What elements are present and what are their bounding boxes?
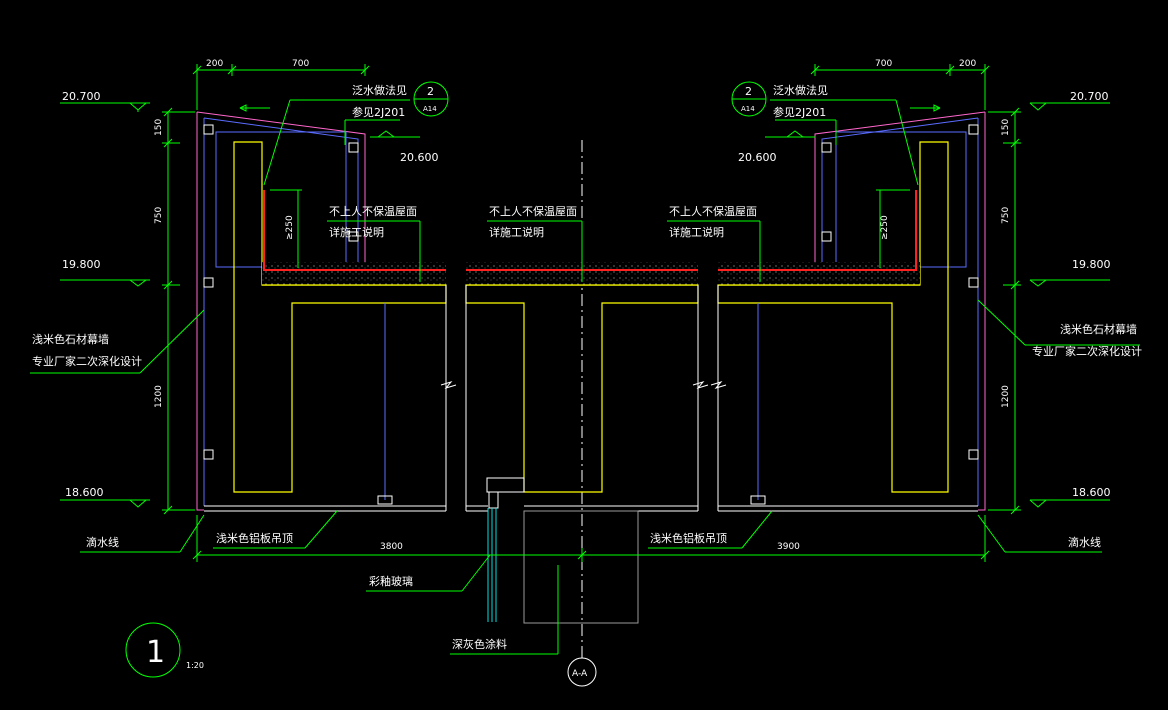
dim-top-right-a: 700 bbox=[875, 59, 892, 69]
elev-roof-left: 19.800 bbox=[62, 258, 101, 271]
label-flashing-right-2: 参见2J201 bbox=[773, 105, 826, 119]
label-stone-right-1: 浅米色石材幕墙 bbox=[1060, 322, 1137, 336]
dim-height-left: ≥250 bbox=[285, 215, 295, 240]
dim-vert-right-1: 150 bbox=[1001, 119, 1011, 136]
right-waterproof-layer bbox=[718, 190, 917, 271]
label-roof-1b: 详施工说明 bbox=[329, 225, 384, 239]
dim-vert-right-3: 1200 bbox=[1001, 385, 1011, 408]
label-flashing-left-2: 参见2J201 bbox=[352, 105, 405, 119]
label-stone-left-2: 专业厂家二次深化设计 bbox=[32, 354, 142, 368]
right-concrete-parapet bbox=[717, 141, 949, 493]
view-number: 1 bbox=[146, 635, 165, 670]
elev-eave-right: 20.600 bbox=[738, 151, 777, 164]
leader-lines bbox=[30, 99, 1140, 655]
dimension-lines bbox=[162, 64, 1021, 562]
label-roof-3a: 不上人不保温屋面 bbox=[669, 204, 757, 218]
dim-span-right: 3900 bbox=[777, 542, 800, 552]
label-roof-2a: 不上人不保温屋面 bbox=[489, 204, 577, 218]
elev-top-right: 20.700 bbox=[1070, 90, 1109, 103]
left-concrete-parapet bbox=[233, 141, 447, 493]
dim-top-left-a: 200 bbox=[206, 59, 223, 69]
detail-no-left: 2 bbox=[427, 85, 434, 98]
elev-bottom-left: 18.600 bbox=[65, 486, 104, 499]
elev-bottom-right: 18.600 bbox=[1072, 486, 1111, 499]
left-exterior-frame bbox=[196, 111, 366, 511]
dim-vert-left-1: 150 bbox=[154, 119, 164, 136]
section-mark-circle bbox=[567, 657, 597, 687]
elev-roof-right: 19.800 bbox=[1072, 258, 1111, 271]
label-ceiling-right: 浅米色铝板吊顶 bbox=[650, 531, 727, 545]
label-stone-right-2: 专业厂家二次深化设计 bbox=[1032, 344, 1142, 358]
section-mark-label: A-A bbox=[572, 669, 588, 679]
label-flashing-left-1: 泛水做法见 bbox=[352, 83, 407, 97]
label-roof-2b: 详施工说明 bbox=[489, 225, 544, 239]
dim-vert-left-3: 1200 bbox=[154, 385, 164, 408]
glazing-and-stair bbox=[486, 477, 639, 624]
dim-vert-left-2: 750 bbox=[154, 207, 164, 224]
text-layer: 20.700 20.600 19.800 18.600 20.700 20.60… bbox=[32, 59, 1142, 679]
detail-sheet-left: A14 bbox=[423, 105, 437, 113]
label-glass: 彩釉玻璃 bbox=[369, 574, 413, 588]
label-drip-left: 滴水线 bbox=[86, 535, 119, 549]
elev-top-left: 20.700 bbox=[62, 90, 101, 103]
view-scale: 1:20 bbox=[186, 661, 204, 670]
label-coating: 深灰色涂料 bbox=[452, 637, 507, 651]
dim-height-right: ≥250 bbox=[880, 215, 890, 240]
label-stone-left-1: 浅米色石材幕墙 bbox=[32, 332, 109, 346]
label-flashing-right-1: 泛水做法见 bbox=[773, 83, 828, 97]
elevation-markers bbox=[60, 102, 1110, 508]
ceiling-panels bbox=[204, 285, 978, 512]
dim-top-left-b: 700 bbox=[292, 59, 309, 69]
right-exterior-frame bbox=[814, 111, 986, 511]
dim-top-right-b: 200 bbox=[959, 59, 976, 69]
label-ceiling-left: 浅米色铝板吊顶 bbox=[216, 531, 293, 545]
label-roof-1a: 不上人不保温屋面 bbox=[329, 204, 417, 218]
left-waterproof-layer bbox=[263, 190, 446, 271]
dim-vert-right-2: 750 bbox=[1001, 207, 1011, 224]
dim-span-left: 3800 bbox=[380, 542, 403, 552]
label-drip-right: 滴水线 bbox=[1068, 535, 1101, 549]
label-roof-3b: 详施工说明 bbox=[669, 225, 724, 239]
view-number-circle bbox=[125, 622, 181, 678]
detail-no-right: 2 bbox=[745, 85, 752, 98]
detail-sheet-right: A14 bbox=[741, 105, 755, 113]
elev-eave-left: 20.600 bbox=[400, 151, 439, 164]
